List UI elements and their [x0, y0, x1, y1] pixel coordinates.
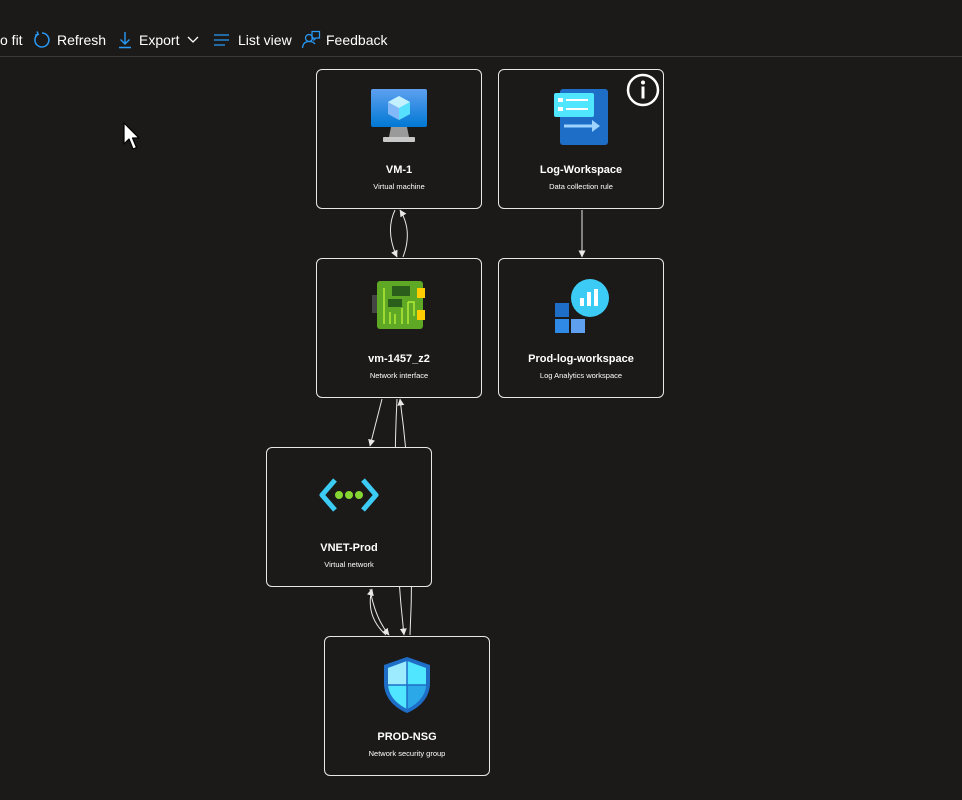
feedback-button[interactable]: Feedback [301, 28, 387, 52]
feedback-label: Feedback [326, 32, 388, 48]
data-collection-rule-icon [554, 89, 608, 145]
node-type: Network security group [368, 749, 446, 758]
chevron-down-icon [187, 36, 199, 44]
node-title: VNET-Prod [320, 542, 378, 554]
node-title: Log-Workspace [539, 164, 623, 176]
node-title: Prod-log-workspace [528, 353, 634, 365]
zoom-to-fit-button[interactable]: o fit [0, 28, 23, 52]
list-view-button[interactable]: List view [213, 28, 292, 52]
node-type: Data collection rule [549, 182, 613, 191]
node-type: Network interface [369, 371, 429, 380]
info-icon[interactable] [626, 73, 660, 107]
node-title: vm-1457_z2 [368, 353, 430, 365]
list-icon [213, 33, 230, 47]
node-type: Virtual machine [373, 182, 425, 191]
refresh-label: Refresh [57, 32, 107, 48]
topology-toolbar: o fit Refresh Export List [0, 0, 962, 57]
refresh-button[interactable]: Refresh [33, 28, 106, 52]
edge-nic-to-vnet [368, 398, 383, 447]
network-interface-icon [372, 281, 425, 329]
virtual-machine-icon [371, 89, 427, 142]
download-icon [118, 31, 134, 49]
node-log-workspace[interactable]: Log-Workspace Data collection rule [498, 69, 664, 209]
network-security-group-icon [384, 657, 430, 713]
refresh-icon [33, 31, 51, 49]
log-analytics-icon [555, 279, 609, 333]
node-type: Log Analytics workspace [539, 371, 623, 380]
edge-nic-to-vm1 [399, 209, 408, 258]
export-label: Export [139, 32, 180, 48]
feedback-icon [301, 30, 321, 50]
zoom-to-fit-label: o fit [0, 32, 23, 48]
node-prod-nsg[interactable]: PROD-NSG Network security group [324, 636, 490, 776]
node-type: Virtual network [324, 560, 374, 569]
node-vm-1[interactable]: VM-1 Virtual machine [316, 69, 482, 209]
node-prod-log-workspace[interactable]: Prod-log-workspace Log Analytics workspa… [498, 258, 664, 398]
edge-nsg-to-vnet [366, 588, 387, 636]
node-vnet-prod[interactable]: VNET-Prod Virtual network [266, 447, 432, 587]
list-view-label: List view [238, 32, 292, 48]
edge-vm1-to-nic [390, 209, 398, 258]
export-button[interactable]: Export [118, 28, 199, 52]
mouse-cursor-icon [123, 122, 140, 150]
topology-canvas[interactable]: VM-1 Virtual machine Log-Workspace Data … [0, 58, 962, 800]
virtual-network-icon [319, 478, 379, 512]
node-vm-1457-z2[interactable]: vm-1457_z2 Network interface [316, 258, 482, 398]
node-title: VM-1 [385, 164, 413, 176]
node-title: PROD-NSG [377, 731, 437, 743]
